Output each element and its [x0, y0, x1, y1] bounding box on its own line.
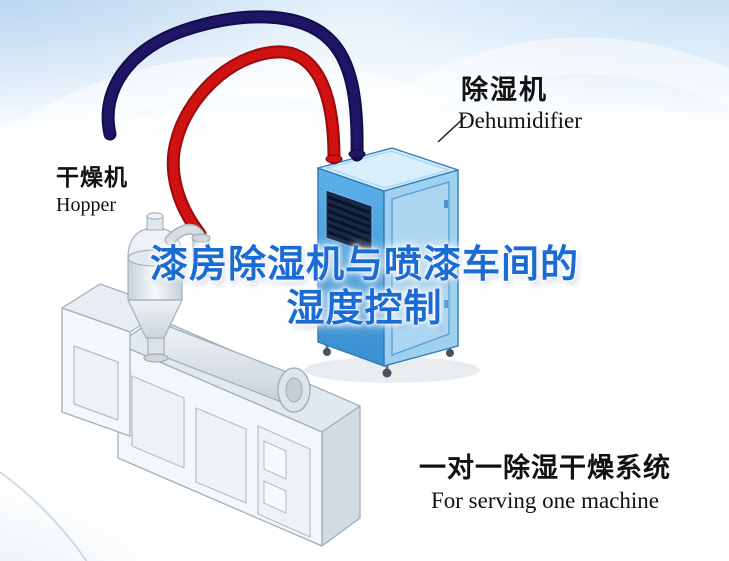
grille-slats — [327, 195, 371, 250]
dehumidifier-shadow — [304, 357, 480, 383]
tall-box-panel — [73, 345, 119, 421]
page-title: 漆房除湿机与喷漆车间的 湿度控制 — [0, 242, 729, 330]
hose-connector-navy — [348, 149, 366, 159]
page-title-line1: 漆房除湿机与喷漆车间的 — [149, 242, 579, 286]
machine-door-inner-1 — [263, 440, 287, 480]
loader-coupling — [191, 233, 211, 243]
machine-panel-1 — [131, 375, 185, 469]
dehumidifier-unit — [304, 147, 480, 383]
hopper-label-en: Hopper — [56, 193, 116, 216]
system-label-cn: 一对一除湿干燥系统 — [419, 453, 671, 484]
dehumidifier-side-door — [391, 181, 450, 357]
machine-door-inner-2 — [263, 480, 287, 514]
dehumidifier-pointer-line — [437, 115, 467, 143]
barrel-end-cap-inner — [285, 377, 303, 403]
system-label-en: For serving one machine — [430, 488, 660, 514]
page-title-line2: 湿度控制 — [286, 286, 443, 331]
hopper-rim — [127, 249, 183, 267]
background-arc-bottom-left — [0, 471, 88, 561]
pipe-navy — [101, 10, 364, 162]
pipe-navy-body — [103, 12, 362, 160]
dehumidifier-label-cn: 除湿机 — [461, 75, 548, 106]
dehumidifier-label-en: Dehumidifier — [458, 108, 582, 134]
hopper-label: 干燥机 Hopper — [56, 166, 166, 216]
hopper-label-cn: 干燥机 — [56, 165, 128, 191]
hopper-machine — [61, 212, 361, 547]
dehumidifier-label: 除湿机 Dehumidifier — [458, 76, 628, 134]
system-label: 一对一除湿干燥系统 For serving one machine — [395, 454, 695, 514]
caster-wheels — [323, 344, 454, 378]
hose-connector-red — [325, 154, 343, 164]
background-swoosh-right — [370, 37, 729, 136]
pipe-red — [166, 45, 341, 241]
pipe-red-body — [168, 47, 339, 239]
machine-panel-2 — [195, 407, 247, 504]
dehumidifier-top-inset-line — [324, 150, 452, 189]
hopper-top-cap — [146, 212, 164, 220]
door-hinges — [444, 200, 448, 308]
hopper-spout-coupling — [143, 353, 169, 363]
